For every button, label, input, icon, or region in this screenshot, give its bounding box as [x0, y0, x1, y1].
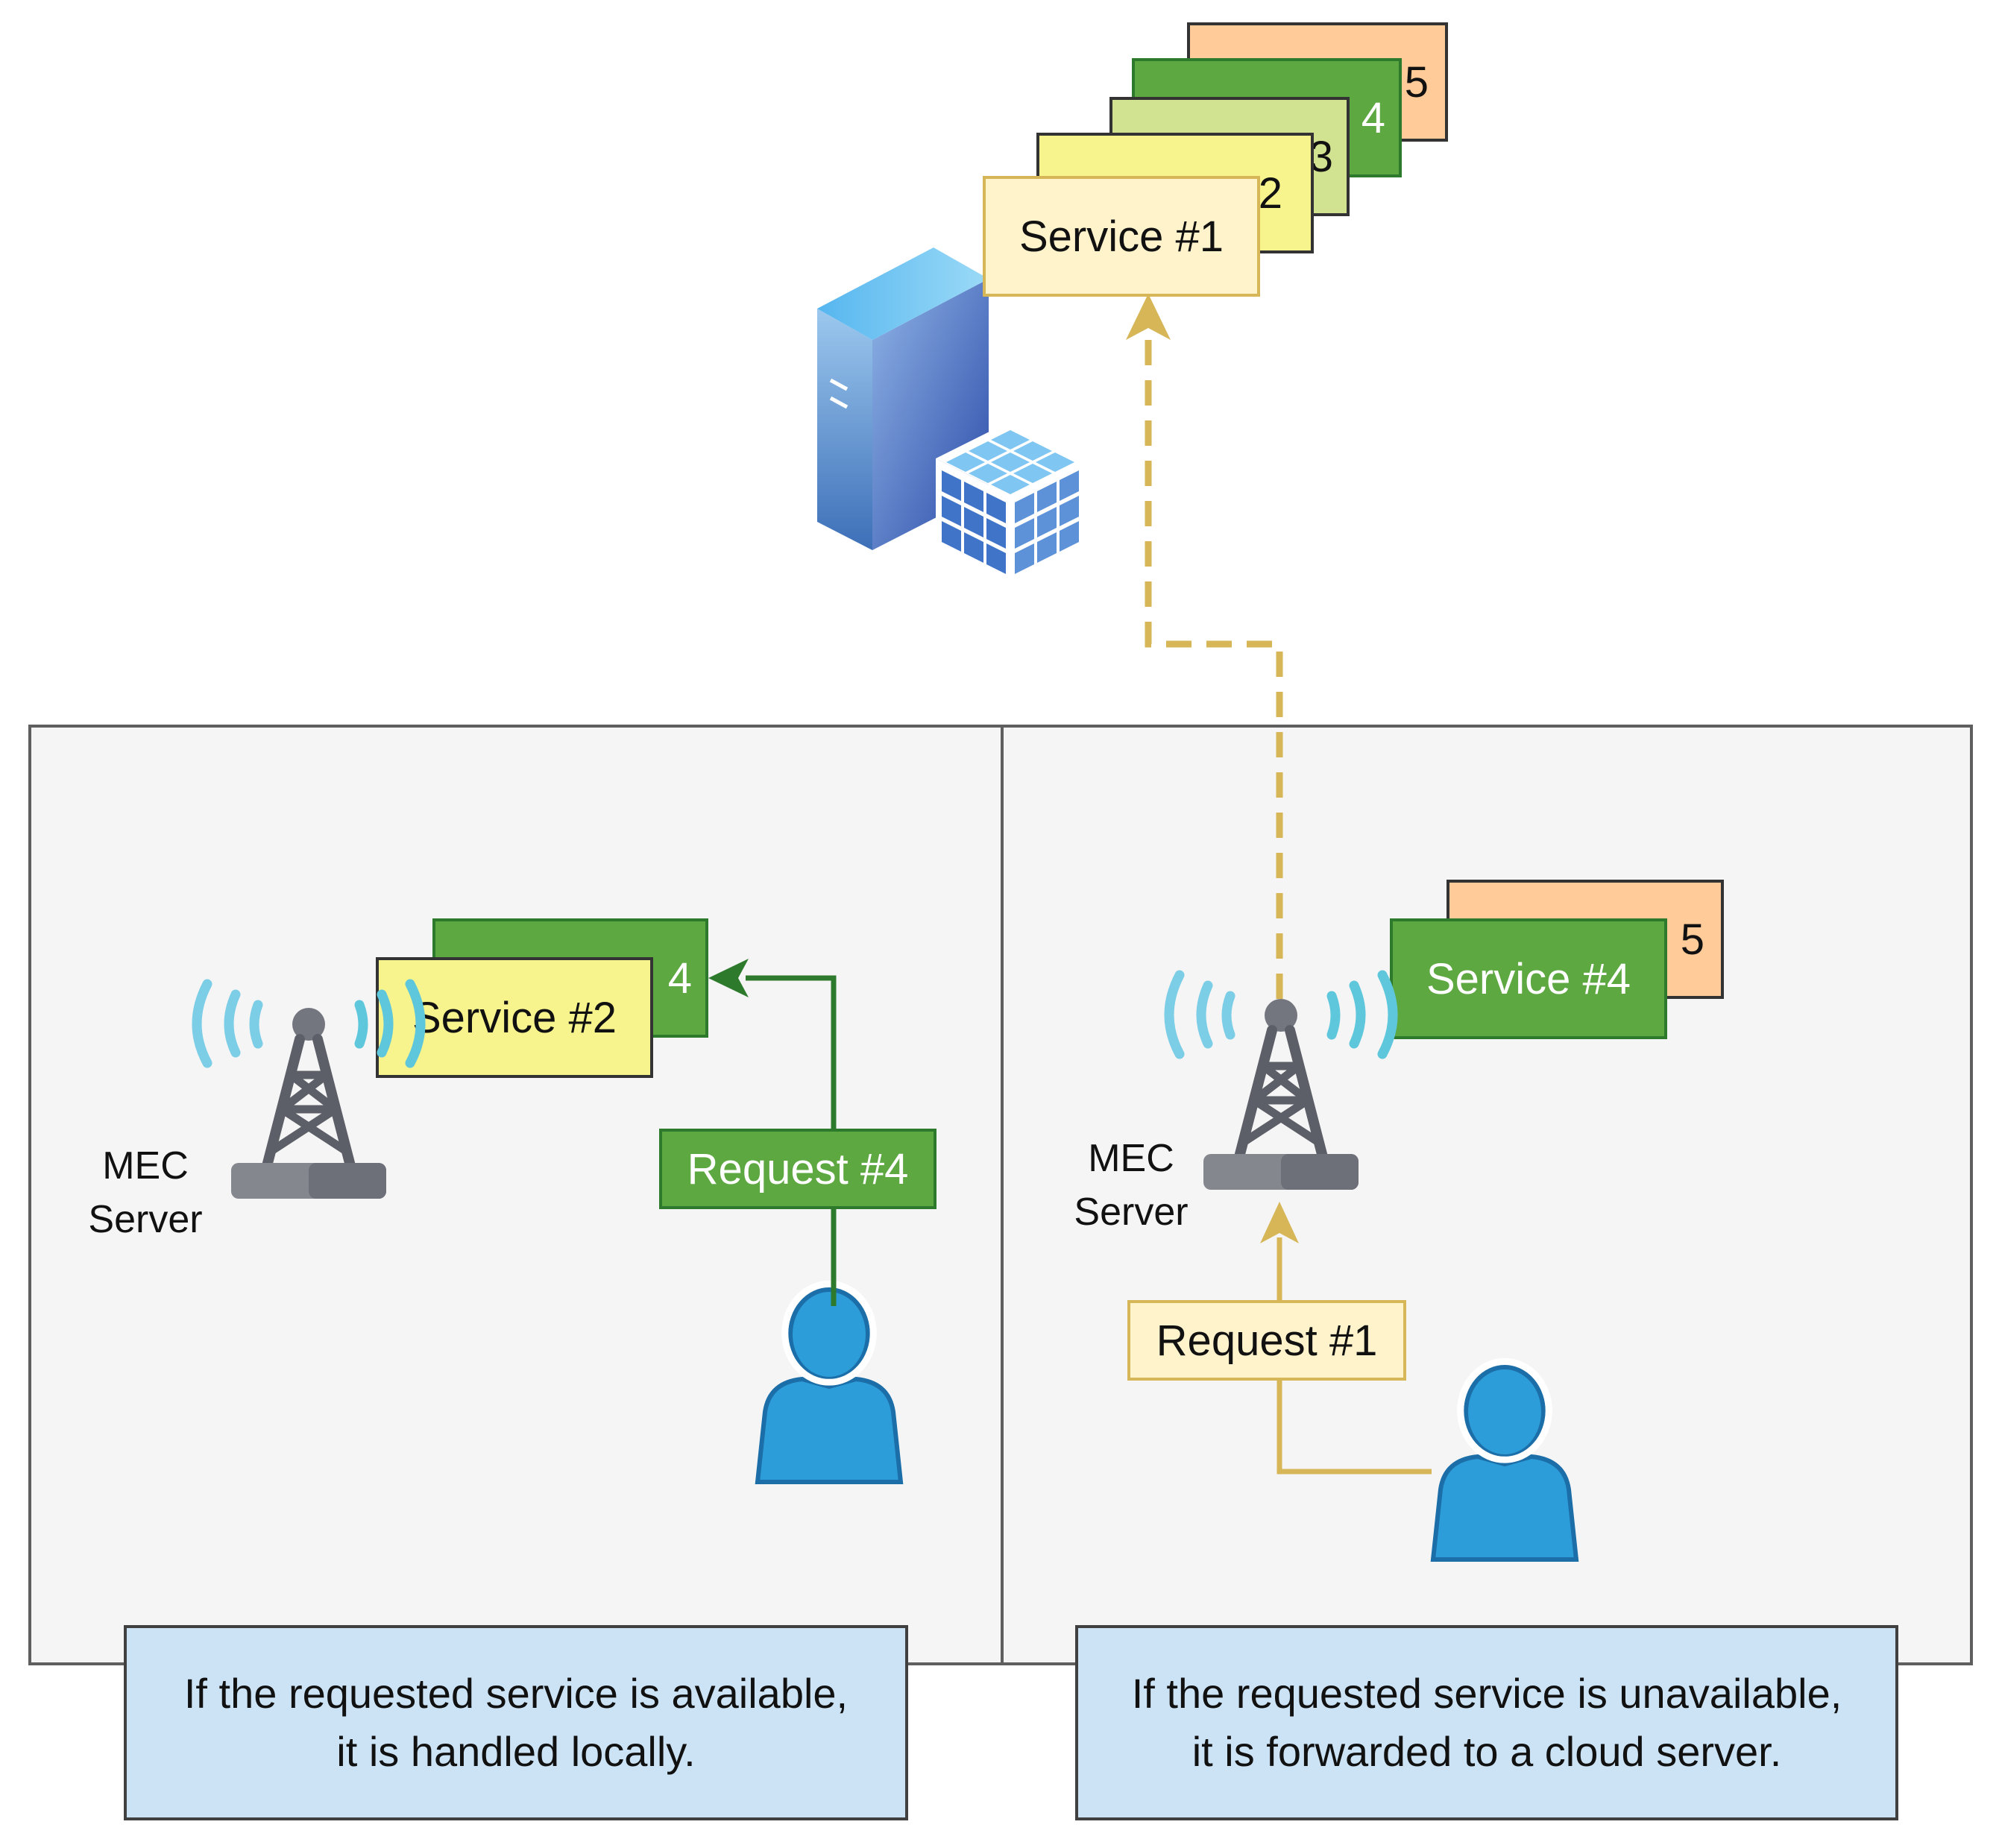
right-tower-icon — [1169, 975, 1393, 1190]
right-mec-label-line2: Server — [1074, 1191, 1189, 1234]
left-mec-label: MEC Server — [67, 1139, 224, 1246]
request-4-text: Request #4 — [687, 1144, 909, 1193]
request-4-label: Request #4 — [659, 1129, 936, 1209]
right-note: If the requested service is unavailable,… — [1075, 1625, 1898, 1820]
right-mec-label-line1: MEC — [1088, 1137, 1174, 1180]
right-service-5-text: 5 — [1680, 915, 1704, 964]
cloud-server-icon — [817, 247, 1085, 576]
request-1-text: Request #1 — [1156, 1316, 1378, 1365]
request-1-label: Request #1 — [1127, 1300, 1406, 1381]
right-mec-label: MEC Server — [1053, 1132, 1209, 1239]
left-note-line1: If the requested service is available, — [183, 1670, 849, 1717]
right-service-4-card: Service #4 — [1390, 918, 1667, 1039]
cloud-service-2-text: 2 — [1258, 168, 1282, 218]
right-user-icon — [1433, 1361, 1576, 1560]
right-note-line1: If the requested service is unavailable, — [1131, 1670, 1842, 1717]
cloud-service-1-text: Service #1 — [1019, 212, 1224, 261]
cloud-service-1-card: Service #1 — [983, 176, 1260, 297]
cloud-service-4-text: 4 — [1361, 93, 1385, 142]
left-note-line2: it is handled locally. — [336, 1728, 696, 1775]
left-service-4-text: 4 — [667, 953, 692, 1003]
forward-to-cloud-arrow — [1126, 294, 1283, 999]
left-service-2-text: Service #2 — [412, 993, 617, 1042]
left-user-icon — [758, 1284, 901, 1482]
left-note: If the requested service is available, i… — [124, 1625, 908, 1820]
left-tower-icon — [197, 984, 421, 1199]
right-note-line2: it is forwarded to a cloud server. — [1191, 1728, 1782, 1775]
left-mec-label-line2: Server — [88, 1198, 203, 1241]
right-service-4-text: Service #4 — [1426, 954, 1631, 1003]
cloud-service-5-text: 5 — [1404, 57, 1429, 107]
left-mec-label-line1: MEC — [102, 1144, 189, 1188]
